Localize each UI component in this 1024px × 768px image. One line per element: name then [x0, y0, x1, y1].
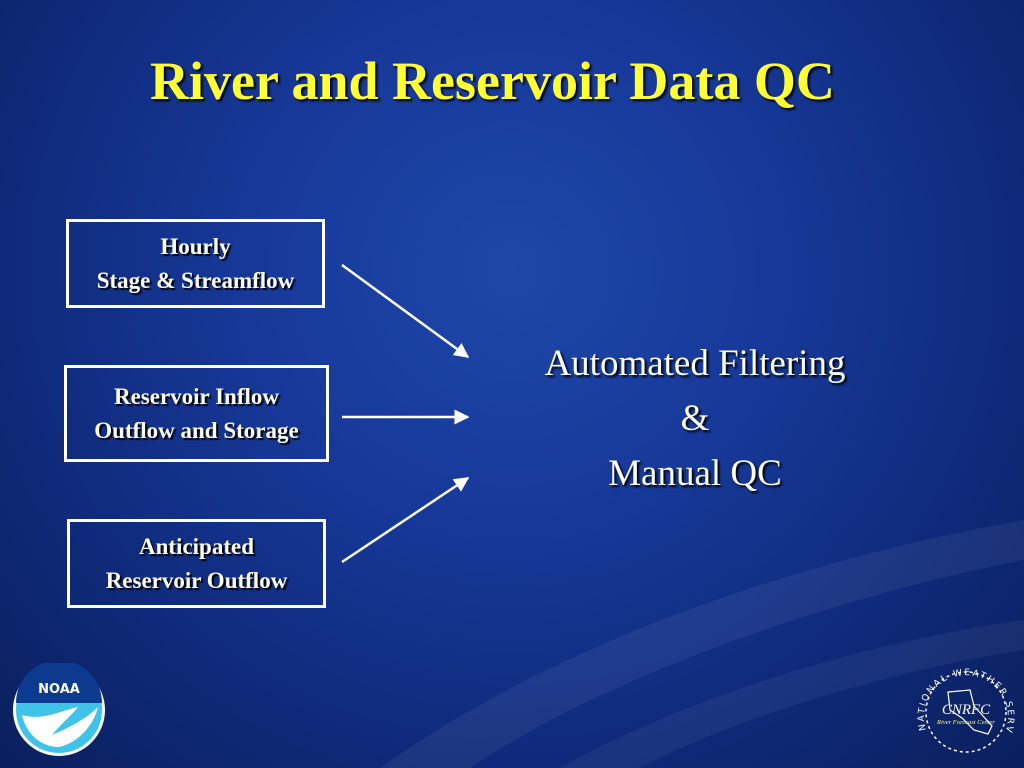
nws-logo-subtext: River Forecast Center — [936, 719, 995, 726]
input-box-reservoir-inflow: Reservoir Inflow Outflow and Storage — [64, 365, 329, 462]
slide-title: River and Reservoir Data QC — [150, 51, 835, 111]
process-line3: Manual QC — [608, 453, 782, 494]
input-box-anticipated-outflow: Anticipated Reservoir Outflow — [67, 519, 326, 608]
input-box-label-line2: Stage & Streamflow — [96, 267, 295, 293]
arrow-bottom — [341, 476, 470, 564]
process-line2: & — [680, 398, 710, 439]
noaa-logo: NOAA — [13, 663, 105, 756]
process-line1: Automated Filtering — [544, 343, 846, 384]
input-box-label-line1: Reservoir Inflow — [113, 383, 280, 409]
arrow-top — [341, 263, 470, 359]
process-label: Automated Filtering & Manual QC — [480, 336, 910, 501]
input-box-label-line1: Hourly — [160, 233, 231, 259]
input-box-label-line2: Outflow and Storage — [94, 417, 299, 443]
noaa-logo-text: NOAA — [38, 682, 80, 697]
cnrfc-logo: NATIONAL WEATHER SERVICE CNRFC River For… — [912, 660, 1013, 753]
input-box-label-line2: Reservoir Outflow — [105, 567, 288, 593]
nws-logo-text: CNRFC — [942, 702, 991, 718]
input-box-label-line1: Anticipated — [139, 533, 254, 559]
input-box-hourly-stage: Hourly Stage & Streamflow — [66, 219, 325, 308]
